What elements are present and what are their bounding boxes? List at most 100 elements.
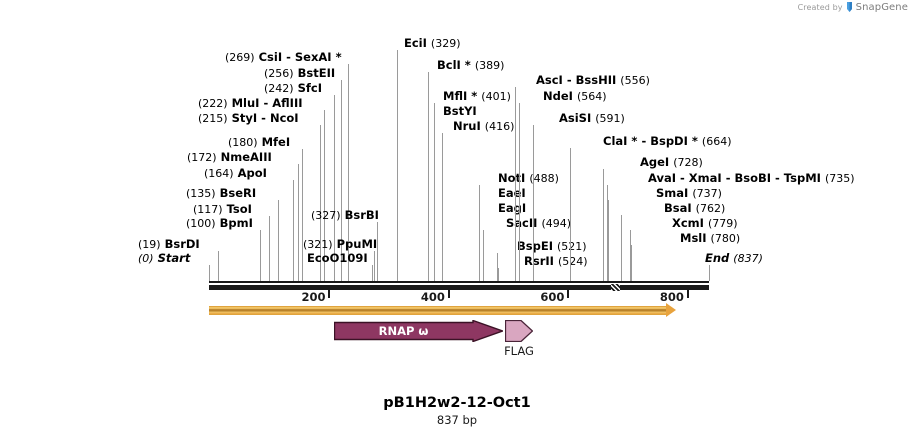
site-label-bsrbi[interactable]: (327) BsrBI [311,209,379,222]
ruler-tick-400 [447,290,450,298]
site-label-asci[interactable]: AscI - BssHII (556) [536,74,650,87]
site-label-nmeaiii[interactable]: (172) NmeAIII [187,151,272,164]
site-label-clai[interactable]: ClaI * - BspDI * (664) [603,135,732,148]
site-name: EcoO109I [307,251,368,265]
sequence-length: 837 bp [436,413,478,427]
leader-line-end [709,265,710,281]
site-label-bsrdi[interactable]: (19) BsrDI [138,238,200,251]
site-position: (488) [529,172,559,185]
site-label-ndei[interactable]: NdeI (564) [543,90,607,103]
site-name: BspEI [517,239,553,253]
site-position: (556) [620,74,650,87]
rnap-omega-arrow-shape [333,319,505,343]
site-position: (728) [673,156,703,169]
site-name: PpuMI [336,237,378,251]
site-label-bstеii[interactable]: (256) BstEII [264,67,335,80]
site-label-asisi[interactable]: AsiSI (591) [559,112,625,125]
site-label-bpmi[interactable]: (100) BpmI [186,217,253,230]
site-position: (269) [225,51,255,64]
site-position: (737) [692,187,722,200]
site-label-mfli[interactable]: MflI * (401) [443,90,511,103]
site-label-eaei[interactable]: EaeI [498,187,526,199]
ruler-thick-bar [209,285,709,290]
site-name: NdeI [543,89,573,103]
site-label-apoi[interactable]: (164) ApoI [204,167,267,180]
site-label-rsrii[interactable]: RsrII (524) [524,255,588,268]
site-name: XcmI [672,216,704,230]
site-position: (564) [576,90,607,103]
leader-line-eagi [479,215,480,281]
site-label-tsoi[interactable]: (117) TsoI [193,203,252,216]
site-label-bstyi[interactable]: BstYI [443,105,477,117]
site-label-end[interactable]: End (837) [705,252,763,265]
site-position: (172) [187,151,217,164]
site-position: (779) [707,217,738,230]
watermark-brand: SnapGene [855,2,908,13]
site-label-mlui[interactable]: (222) MluI - AflIII [198,97,303,110]
site-position: (524) [557,255,588,268]
leader-line-xcmi [630,230,631,281]
leader-line-asisi [533,125,534,281]
site-label-styi[interactable]: (215) StyI - NcoI [198,112,299,125]
site-label-ecoo109i[interactable]: EcoO109I [307,252,368,264]
site-position: (837) [733,252,763,265]
site-label-ppumi[interactable]: (321) PpuMI [303,238,377,251]
snapgene-watermark: Created by SnapGene [798,2,908,13]
site-label-sfci[interactable]: (242) SfcI [264,82,322,95]
site-label-eagi[interactable]: EagI [498,202,526,214]
site-position: (164) [204,167,234,180]
site-name: BsrDI [164,237,200,251]
page-title: pB1H2w2-12-Oct1 [383,395,531,411]
site-label-avai[interactable]: AvaI - XmaI - BsoBI - TspMI (735) [648,172,855,185]
leader-line-tsoi [269,216,270,281]
site-label-xcmi[interactable]: XcmI (779) [672,217,738,230]
site-name: EagI [498,201,527,215]
leader-line-msli [631,245,632,281]
site-label-agei[interactable]: AgeI (728) [640,156,703,169]
ruler-tick-600 [567,290,570,298]
feature-flag[interactable] [504,319,534,343]
site-name: BstEII [297,66,336,80]
site-position: (215) [198,112,228,125]
site-label-nrui[interactable]: NruI (416) [453,120,514,133]
site-name: AscI - BssHII [536,73,617,87]
leader-line-nmeaiii [298,164,299,281]
site-position: (117) [193,203,223,216]
flag-arrow-shape [504,319,534,343]
site-name: NotI [498,171,526,185]
site-label-mfei[interactable]: (180) MfeI [228,136,290,149]
leader-line-csii [348,64,349,281]
site-name: AvaI - XmaI - BsoBI - TspMI [648,171,821,185]
ruler-thin-line [209,281,709,283]
site-label-noti[interactable]: NotI (488) [498,172,559,185]
site-position: (664) [701,135,732,148]
watermark-prefix: Created by [797,3,843,12]
site-label-bsai[interactable]: BsaI (762) [664,202,725,215]
ruler-tick-label-600: 600 [540,290,565,304]
site-label-sacii[interactable]: SacII (494) [506,217,571,230]
site-label-csii[interactable]: (269) CsiI - SexAI * [225,51,342,64]
site-position: (0) [138,252,154,265]
site-label-bcli[interactable]: BclI * (389) [437,59,504,72]
site-name: EciI [404,36,427,50]
site-position: (591) [595,112,625,125]
site-position: (135) [186,187,216,200]
site-name: BstYI [443,104,477,118]
leader-line-ndei [519,103,520,281]
site-position: (256) [264,67,294,80]
leader-line-bsrbi [377,222,378,281]
site-name: RsrII [524,254,554,268]
site-position: (401) [481,90,511,103]
feature-rnap-omega[interactable]: RNAP ω [333,319,505,343]
leader-line-sfci [334,95,335,281]
site-label-msli[interactable]: MslI (780) [680,232,740,245]
site-label-bseri[interactable]: (135) BseRI [186,187,256,200]
leader-line-styi [320,125,321,281]
site-label-bspei[interactable]: BspEI (521) [517,240,587,253]
site-label-ecii[interactable]: EciI (329) [404,37,461,50]
site-name: EaeI [498,186,526,200]
site-label-smai[interactable]: SmaI (737) [656,187,722,200]
site-name: SacII [506,216,538,230]
site-label-start[interactable]: (0) Start [138,252,190,265]
